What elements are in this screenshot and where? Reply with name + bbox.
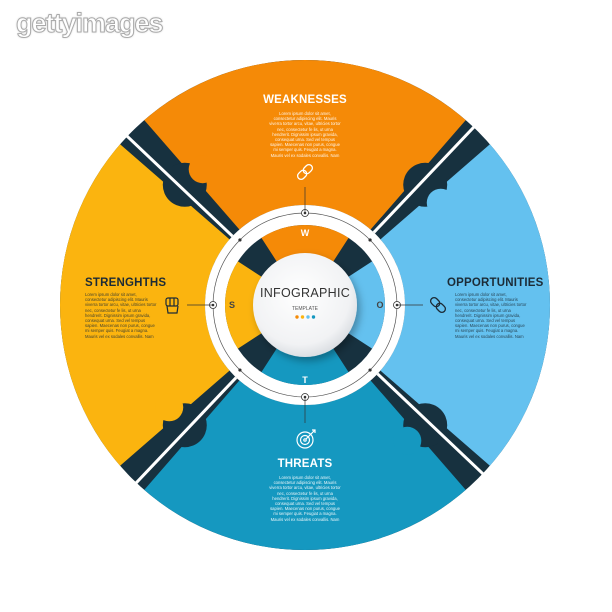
weaknesses-text: Lorem ipsum dolor sit amet, consectetur … <box>269 111 341 157</box>
weaknesses-title: WEAKNESSES <box>263 94 347 106</box>
fist-icon <box>165 297 179 314</box>
strengths-inner-segment <box>225 261 264 349</box>
ring-dot <box>368 368 372 372</box>
letter-w: W <box>300 228 310 238</box>
watermark: gettyimages <box>16 8 165 39</box>
threats-segment <box>144 380 466 550</box>
opportunities-title: OPPORTUNITIES <box>447 277 544 289</box>
opportunities-inner-segment <box>346 261 386 349</box>
center-dot <box>295 315 299 319</box>
weaknesses-inner-segment <box>261 224 349 264</box>
target-icon <box>296 429 316 449</box>
separator-line <box>122 131 234 238</box>
outer-ring <box>59 59 550 550</box>
letter-s: S <box>228 300 236 310</box>
separator-line <box>372 122 479 234</box>
ring-dot <box>238 368 242 372</box>
ring-dot <box>238 238 242 242</box>
strengths-segment <box>59 144 230 466</box>
ring-dot <box>368 238 372 242</box>
center-title: INFOGRAPHIC <box>259 286 351 300</box>
threats-title: THREATS <box>277 458 333 470</box>
separator-line <box>131 376 238 488</box>
separator-line <box>376 372 488 479</box>
chain-link-icon <box>296 163 314 181</box>
inner-ring <box>187 187 423 423</box>
puzzle-knob <box>155 393 184 422</box>
strengths-title: STRENGHTHS <box>85 277 167 289</box>
center-dot <box>306 315 310 319</box>
center-dot <box>311 315 316 319</box>
center-subtitle: TEMPLATE <box>291 306 319 312</box>
puzzle-knob <box>188 155 217 184</box>
opportunities-text: Lorem ipsum dolor sit amet, consectetur … <box>455 292 527 338</box>
letter-t: T <box>302 375 308 385</box>
puzzle-knob <box>426 188 455 217</box>
center-dot <box>300 315 305 319</box>
weaknesses-segment <box>144 59 466 230</box>
threats-inner-segment <box>261 346 349 386</box>
strengths-text: Lorem ipsum dolor sit amet, consectetur … <box>85 292 157 338</box>
threats-text: Lorem ipsum dolor sit amet, consectetur … <box>269 475 341 521</box>
center-circle <box>253 253 357 357</box>
puzzle-knob <box>393 426 422 455</box>
opportunities-segment <box>380 144 550 466</box>
letter-o: O <box>376 300 384 310</box>
